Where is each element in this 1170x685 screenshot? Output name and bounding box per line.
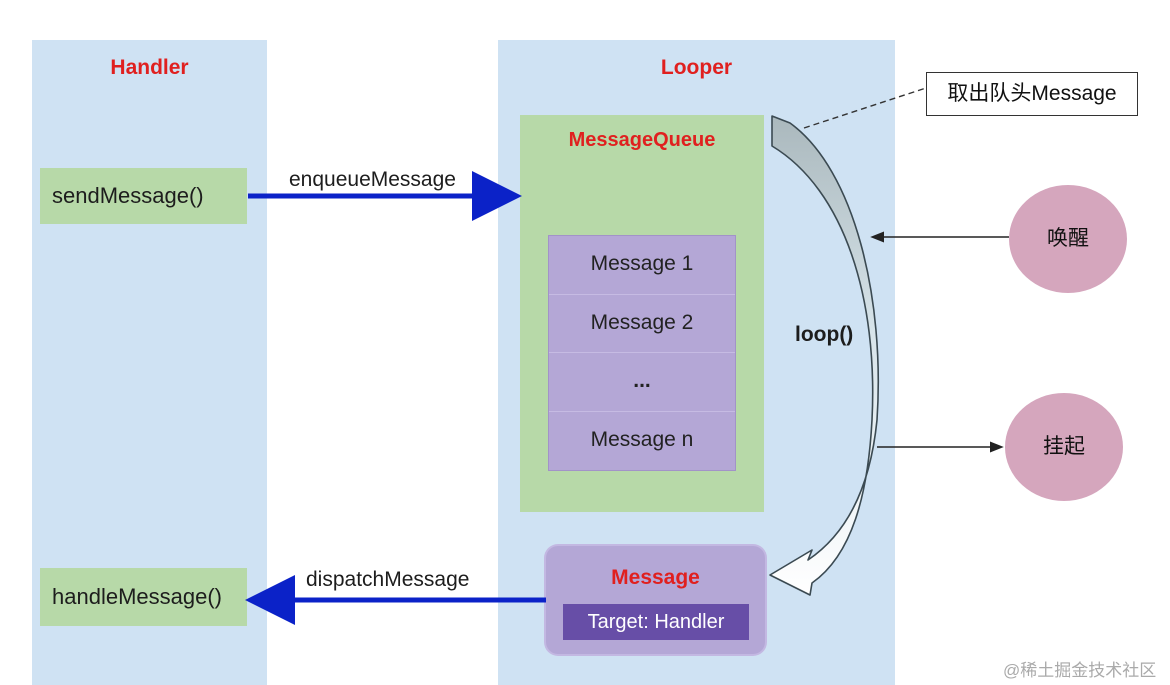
enqueue-label: enqueueMessage (289, 168, 456, 191)
looper-title: Looper (660, 56, 733, 79)
message-target: Target: Handler (563, 604, 749, 640)
wake-circle: 唤醒 (1009, 185, 1127, 293)
dispatch-label: dispatchMessage (306, 568, 470, 591)
suspend-circle: 挂起 (1005, 393, 1123, 501)
dequeue-callout: 取出队头Message (926, 72, 1138, 116)
message-item-ellipsis: ... (549, 353, 735, 412)
callout-leader (803, 87, 927, 129)
message-item-1: Message 1 (549, 236, 735, 295)
send-message-box: sendMessage() (40, 168, 247, 224)
watermark: @稀土掘金技术社区 (1003, 661, 1157, 680)
message-item-2: Message 2 (549, 295, 735, 353)
handler-title: Handler (110, 56, 189, 79)
message-card: Message Target: Handler (546, 546, 765, 654)
handle-message-box: handleMessage() (40, 568, 247, 626)
loop-arrow (769, 115, 880, 596)
message-queue-title: MessageQueue (568, 129, 716, 151)
message-list: Message 1 Message 2 ... Message n (549, 236, 735, 470)
message-card-title: Message (611, 566, 700, 589)
message-item-n: Message n (590, 427, 694, 451)
loop-label: loop() (795, 323, 854, 346)
